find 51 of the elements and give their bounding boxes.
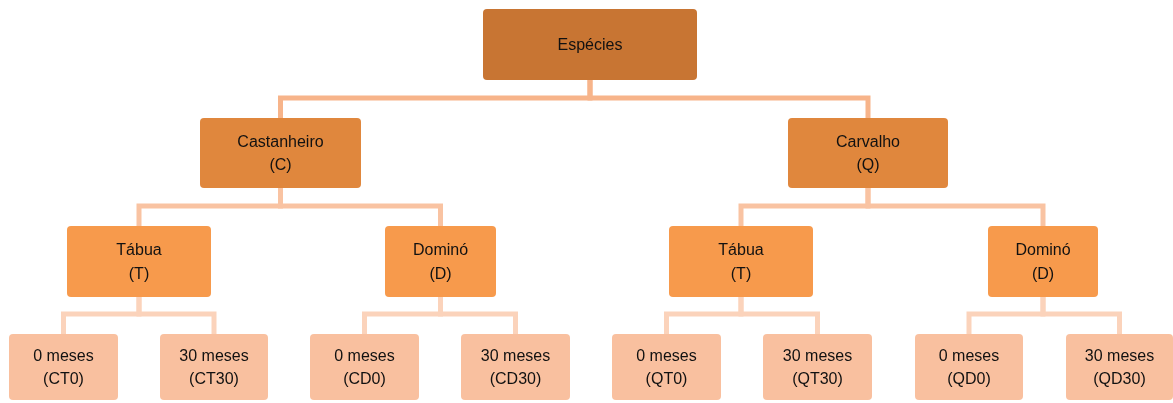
connector-line xyxy=(438,297,518,334)
tree-box xyxy=(788,118,948,188)
node-code: (D) xyxy=(1031,263,1055,283)
node-label: Espécies xyxy=(557,34,623,55)
node-code: (CD0) xyxy=(343,369,386,389)
tree-box xyxy=(612,334,721,400)
node-label: Carvalho xyxy=(836,131,900,151)
node-label: Dominó xyxy=(1015,240,1071,260)
tree-box xyxy=(385,226,496,297)
tree-box xyxy=(669,226,813,297)
node-code: (QT0) xyxy=(645,369,688,389)
tree-box xyxy=(763,334,872,400)
connector-line xyxy=(865,188,1046,226)
node-code: (QD0) xyxy=(947,369,991,389)
node-label: Tábua xyxy=(116,240,162,260)
node-label: 0 meses xyxy=(636,345,697,365)
node-code: (QD30) xyxy=(1093,369,1146,389)
tree-box xyxy=(200,118,361,188)
node-code: (T) xyxy=(128,263,150,283)
node-label: 0 meses xyxy=(33,345,94,365)
node-label: Tábua xyxy=(718,240,764,260)
tree-box xyxy=(461,334,570,400)
connector-line xyxy=(278,188,443,226)
node-label: 30 meses xyxy=(782,345,853,365)
node-code: (T) xyxy=(730,263,752,283)
tree-box xyxy=(1066,334,1173,400)
node-code: (QT30) xyxy=(792,369,843,389)
connector-line xyxy=(1040,297,1122,334)
node-label: 0 meses xyxy=(334,345,395,365)
tree-box xyxy=(67,226,211,297)
node-label: Dominó xyxy=(412,240,469,260)
tree-box xyxy=(9,334,118,400)
node-label: 0 meses xyxy=(938,345,1000,365)
tree-box xyxy=(915,334,1023,400)
tree-box xyxy=(483,9,697,80)
connector-line xyxy=(738,297,820,334)
node-code: (C) xyxy=(269,155,292,175)
connector-line xyxy=(136,297,217,334)
node-label: 30 meses xyxy=(1084,345,1155,365)
tree-box xyxy=(160,334,268,400)
node-code: (D) xyxy=(429,263,452,283)
node-code: (CT0) xyxy=(43,369,84,389)
connector-line xyxy=(587,80,871,118)
node-code: (CT30) xyxy=(189,369,239,389)
tree-box xyxy=(310,334,419,400)
node-code: (CD30) xyxy=(489,369,542,389)
node-label: Castanheiro xyxy=(237,131,324,151)
node-label: 30 meses xyxy=(480,345,551,365)
tree-box xyxy=(988,226,1098,297)
node-label: 30 meses xyxy=(179,345,249,365)
node-code: (Q) xyxy=(856,155,880,175)
